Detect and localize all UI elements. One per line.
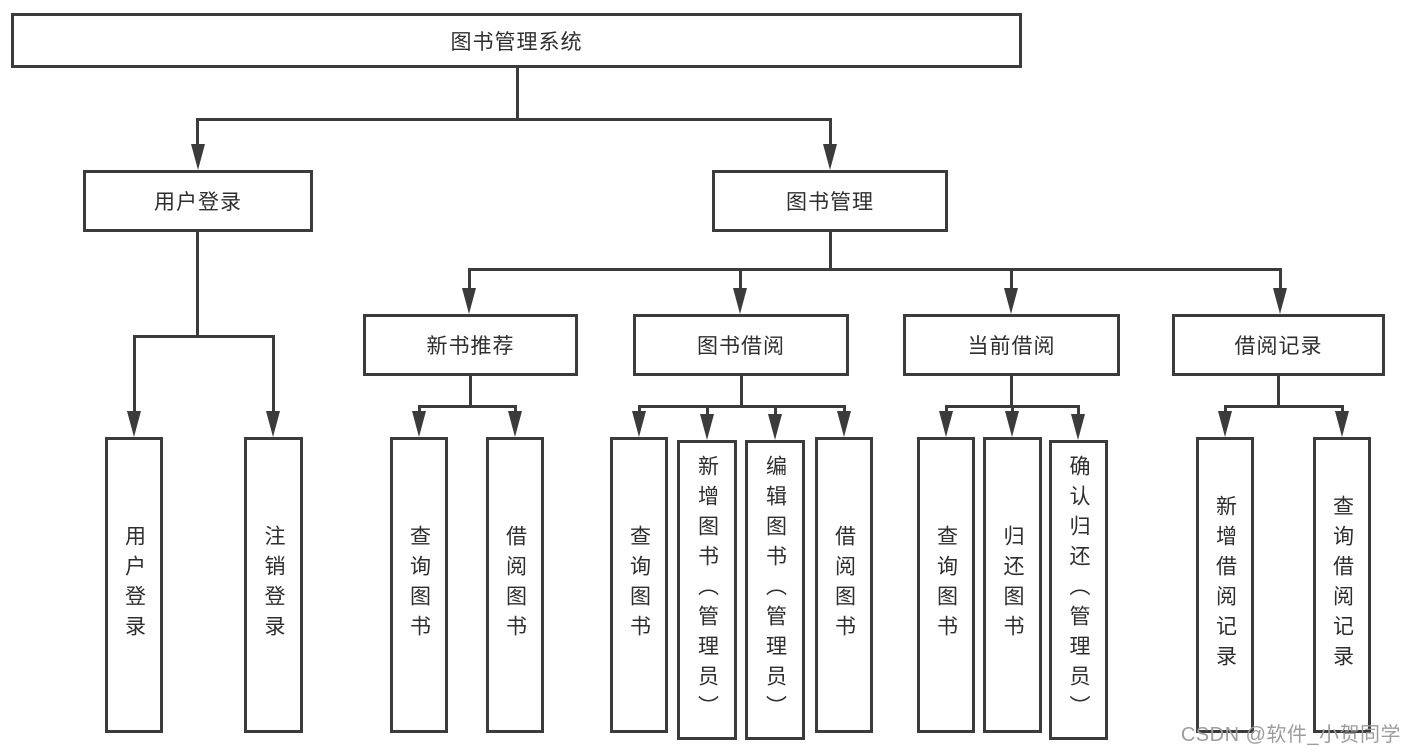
connector-line [1225, 405, 1343, 408]
arrowhead-icon [632, 411, 646, 437]
leaf-add-borrow-record: 新增借阅记录 [1196, 437, 1254, 733]
connector-line [516, 68, 519, 120]
arrowhead-icon [266, 411, 280, 437]
arrowhead-icon [823, 144, 837, 170]
arrowhead-icon [939, 411, 953, 437]
arrowhead-icon [412, 411, 426, 437]
leaf-logout: 注销登录 [244, 437, 303, 733]
leaf-query-books-current: 查询图书 [917, 437, 975, 733]
arrowhead-icon [768, 414, 782, 440]
node-user-login: 用户登录 [83, 170, 313, 232]
arrowhead-icon [127, 411, 141, 437]
connector-line [133, 335, 136, 413]
arrowhead-icon [700, 414, 714, 440]
node-book-borrowing: 图书借阅 [633, 314, 849, 376]
arrowhead-icon [508, 411, 522, 437]
connector-line [1010, 376, 1013, 407]
connector-line [514, 405, 517, 413]
connector-line [739, 268, 742, 291]
node-book-management: 图书管理 [712, 170, 948, 232]
connector-line [419, 405, 516, 408]
leaf-query-books-recommend: 查询图书 [390, 437, 448, 733]
connector-line [638, 405, 641, 413]
leaf-borrow-books-recommend: 借阅图书 [486, 437, 544, 733]
connector-line [196, 232, 199, 337]
connector-line [469, 268, 1281, 271]
connector-line [133, 335, 275, 338]
connector-line [1341, 405, 1344, 413]
connector-line [196, 118, 199, 148]
connector-line [1011, 405, 1014, 413]
node-library-management-system: 图书管理系统 [11, 13, 1022, 68]
connector-line [1010, 268, 1013, 291]
connector-line [829, 118, 832, 148]
node-borrowing-records: 借阅记录 [1172, 314, 1385, 376]
arrowhead-icon [837, 411, 851, 437]
arrowhead-icon [1071, 414, 1085, 440]
connector-line [639, 405, 845, 408]
connector-line [706, 405, 709, 415]
connector-line [469, 376, 472, 407]
csdn-watermark: CSDN @软件_小贺同学 [1180, 724, 1401, 746]
leaf-borrow-books: 借阅图书 [815, 437, 873, 733]
connector-line [272, 335, 275, 413]
connector-line [1277, 376, 1280, 407]
connector-line [468, 268, 471, 291]
arrowhead-icon [1335, 411, 1349, 437]
leaf-user-login: 用户登录 [105, 437, 163, 733]
leaf-edit-books-admin: 编辑图书（管理员） [745, 440, 805, 740]
arrowhead-icon [462, 288, 476, 314]
leaf-confirm-return-admin: 确认归还（管理员） [1049, 440, 1108, 740]
leaf-add-books-admin: 新增图书（管理员） [677, 440, 737, 740]
leaf-query-books-borrowing: 查询图书 [610, 437, 668, 733]
leaf-return-books: 归还图书 [983, 437, 1042, 733]
connector-line [418, 405, 421, 413]
leaf-query-borrow-record: 查询借阅记录 [1313, 437, 1371, 733]
connector-line [774, 405, 777, 415]
connector-line [843, 405, 846, 413]
node-new-book-recommend: 新书推荐 [363, 314, 578, 376]
arrowhead-icon [1005, 411, 1019, 437]
arrowhead-icon [191, 144, 205, 170]
connector-line [740, 376, 743, 407]
connector-line [1077, 405, 1080, 415]
connector-line [945, 405, 948, 413]
node-current-borrowing: 当前借阅 [903, 314, 1120, 376]
arrowhead-icon [1273, 288, 1287, 314]
connector-line [829, 232, 832, 270]
arrowhead-icon [1004, 288, 1018, 314]
connector-line [1279, 268, 1282, 291]
arrowhead-icon [733, 288, 747, 314]
connector-line [1224, 405, 1227, 413]
connector-line [197, 118, 831, 121]
arrowhead-icon [1218, 411, 1232, 437]
